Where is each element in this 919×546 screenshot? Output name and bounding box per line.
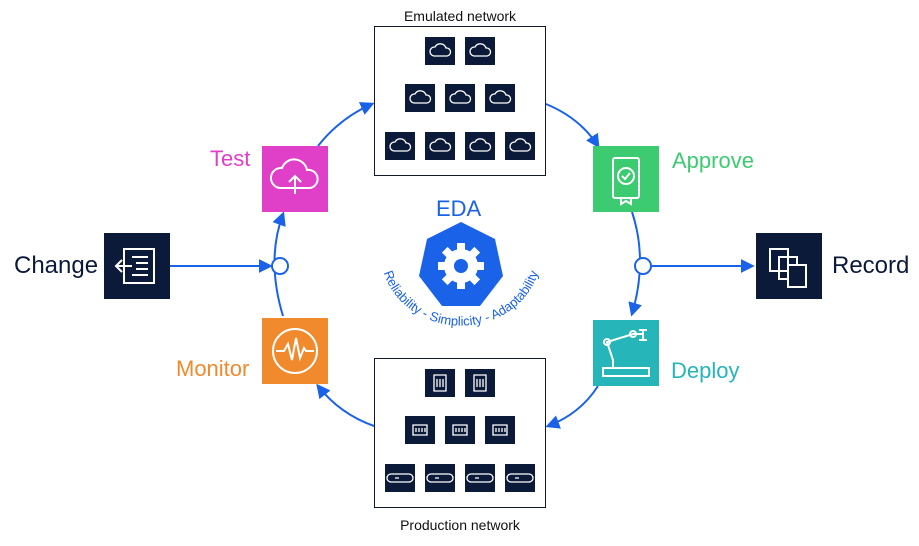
change-label: Change bbox=[14, 252, 99, 279]
cloud-icon bbox=[489, 90, 512, 104]
production-tile bbox=[465, 464, 495, 492]
production-tile bbox=[425, 369, 455, 397]
production-tile bbox=[385, 464, 415, 492]
emulated-tile bbox=[465, 37, 495, 65]
line-card-icon bbox=[426, 473, 454, 483]
test-tile bbox=[262, 146, 328, 212]
cloud-icon bbox=[509, 138, 532, 152]
emulated-tile bbox=[465, 132, 495, 160]
test-label: Test bbox=[210, 146, 251, 171]
copy-documents-icon bbox=[769, 248, 807, 288]
emulated-tile bbox=[425, 37, 455, 65]
line-card-icon bbox=[506, 473, 534, 483]
server-icon bbox=[473, 374, 487, 392]
arrow-test-to-emulated bbox=[317, 102, 375, 147]
emulated-tile bbox=[385, 132, 415, 160]
production-network-title: Production network bbox=[400, 517, 520, 533]
cloud-icon bbox=[449, 90, 472, 104]
monitor-tile bbox=[262, 318, 328, 384]
cloud-icon bbox=[389, 138, 412, 152]
change-tile bbox=[104, 233, 170, 299]
production-tile bbox=[445, 416, 475, 444]
switch-icon bbox=[452, 424, 468, 436]
eda-logo bbox=[419, 222, 503, 306]
line-card-icon bbox=[466, 473, 494, 483]
production-tile bbox=[405, 416, 435, 444]
switch-icon bbox=[492, 424, 508, 436]
cloud-icon bbox=[429, 43, 452, 57]
emulated-tile bbox=[425, 132, 455, 160]
record-tile bbox=[756, 233, 822, 299]
emulated-tile bbox=[445, 84, 475, 112]
approve-label: Approve bbox=[672, 148, 754, 173]
cloud-icon bbox=[469, 43, 492, 57]
robot-arm-icon bbox=[602, 329, 650, 377]
junction-right bbox=[634, 257, 652, 275]
production-tile bbox=[425, 464, 455, 492]
cloud-icon bbox=[469, 138, 492, 152]
cloud-icon bbox=[409, 90, 432, 104]
arrow-emulated-to-approve bbox=[545, 103, 600, 149]
emulated-tile bbox=[485, 84, 515, 112]
line-card-icon bbox=[386, 473, 414, 483]
eda-title: EDA bbox=[436, 196, 482, 221]
pulse-icon bbox=[272, 328, 318, 374]
deploy-tile bbox=[593, 320, 659, 386]
record-label: Record bbox=[832, 252, 910, 279]
cloud-icon bbox=[429, 138, 452, 152]
approve-tile bbox=[593, 146, 659, 212]
monitor-label: Monitor bbox=[176, 356, 250, 381]
junction-left bbox=[271, 257, 289, 275]
file-import-icon bbox=[114, 248, 155, 284]
production-tile bbox=[465, 369, 495, 397]
production-tile bbox=[485, 416, 515, 444]
production-tile bbox=[505, 464, 535, 492]
emulated-tile bbox=[505, 132, 535, 160]
arrow-production-to-monitor bbox=[316, 383, 375, 427]
emulated-network-title: Emulated network bbox=[403, 8, 517, 24]
emulated-tile bbox=[405, 84, 435, 112]
cloud-upload-icon bbox=[270, 158, 319, 194]
certificate-icon bbox=[612, 157, 640, 206]
server-icon bbox=[433, 374, 447, 392]
switch-icon bbox=[412, 424, 428, 436]
deploy-label: Deploy bbox=[671, 358, 740, 383]
arrow-deploy-to-production bbox=[545, 385, 599, 429]
